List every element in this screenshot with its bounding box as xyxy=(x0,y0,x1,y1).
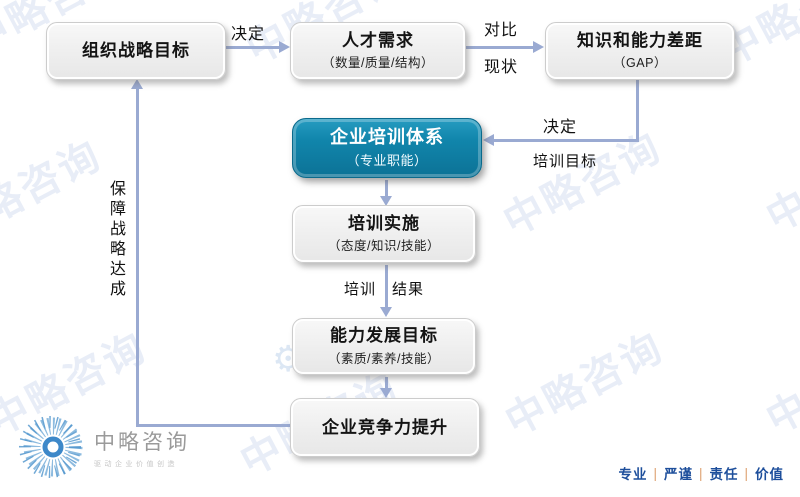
node-org-strategy-goal: 组织战略目标 xyxy=(46,22,226,80)
arrowhead-right-icon xyxy=(533,41,544,53)
arrowhead-down-icon xyxy=(380,388,392,398)
motto-item: 严谨 xyxy=(663,467,693,482)
arrowhead-down-icon xyxy=(380,196,392,206)
logo-company-name: 中略咨询 xyxy=(94,430,190,454)
edge-label-ensure-strategy: 保障战略达成 xyxy=(107,180,124,300)
logo-tagline: 驱动企业价值创造 xyxy=(94,460,178,468)
arrowhead-left-icon xyxy=(483,134,494,146)
company-logo: 中略咨询 驱动企业价值创造 xyxy=(16,414,190,480)
node-title: 企业培训体系 xyxy=(330,127,444,148)
watermark-text: 中略咨询 xyxy=(498,324,672,445)
node-competitiveness-improvement: 企业竞争力提升 xyxy=(290,398,480,457)
node-subtitle: （GAP） xyxy=(613,56,667,71)
edge-label-compare: 对比 xyxy=(484,22,519,39)
watermark-text: 中略咨询 xyxy=(496,124,670,245)
node-title: 培训实施 xyxy=(348,213,420,233)
node-knowledge-gap: 知识和能力差距 （GAP） xyxy=(545,22,735,80)
node-title: 能力发展目标 xyxy=(330,326,438,346)
company-motto: 专业 | 严谨 | 责任 | 价值 xyxy=(618,463,784,483)
connector-system-to-implementation xyxy=(385,180,388,197)
arrowhead-down-icon xyxy=(380,307,392,317)
node-title: 组织战略目标 xyxy=(82,41,190,61)
edge-label-current-state: 现状 xyxy=(484,59,519,76)
motto-separator: | xyxy=(698,465,704,481)
connector-feedback-vertical xyxy=(136,88,139,427)
node-subtitle: （素质/素养/技能） xyxy=(328,351,440,366)
node-training-implementation: 培训实施 （态度/知识/技能） xyxy=(292,205,476,263)
connector-org-to-talent xyxy=(226,46,280,49)
motto-item: 责任 xyxy=(709,467,739,482)
edge-label-training: 培训 xyxy=(344,281,377,298)
connector-talent-to-gap xyxy=(466,46,534,49)
edge-label-training-goal: 培训目标 xyxy=(533,153,598,170)
node-talent-demand: 人才需求 （数量/质量/结构） xyxy=(290,22,466,80)
node-title: 知识和能力差距 xyxy=(577,30,703,50)
node-capability-development-goal: 能力发展目标 （素质/素养/技能） xyxy=(292,318,476,375)
watermark-text: 中略咨询 xyxy=(759,322,800,443)
node-subtitle: （数量/质量/结构） xyxy=(322,56,434,71)
arrowhead-right-icon xyxy=(279,41,290,53)
node-title: 人才需求 xyxy=(342,30,414,50)
node-subtitle: （态度/知识/技能） xyxy=(328,239,440,254)
edge-label-result: 结果 xyxy=(392,281,425,298)
connector-implementation-to-capability xyxy=(385,265,388,308)
watermark-text: 中略咨询 xyxy=(0,132,110,253)
connector-feedback-horizontal xyxy=(136,424,290,427)
motto-item: 价值 xyxy=(755,467,784,482)
arrowhead-up-icon xyxy=(131,79,143,89)
edge-label-decide-2: 决定 xyxy=(543,119,578,136)
motto-separator: | xyxy=(653,465,658,481)
connector-gap-to-system-vertical xyxy=(636,80,639,142)
edge-label-decide-1: 决定 xyxy=(231,26,266,43)
node-subtitle: （专业职能） xyxy=(346,152,428,168)
node-title: 企业竞争力提升 xyxy=(322,417,448,437)
connector-capability-to-competitiveness xyxy=(385,377,388,389)
motto-separator: | xyxy=(744,465,749,481)
motto-item: 专业 xyxy=(618,467,648,482)
connector-gap-to-system-horizontal xyxy=(494,139,639,142)
watermark-text: 中略咨询 xyxy=(759,120,800,241)
starburst-logo-icon xyxy=(19,416,83,478)
node-training-system: 企业培训体系 （专业职能） xyxy=(292,118,482,178)
